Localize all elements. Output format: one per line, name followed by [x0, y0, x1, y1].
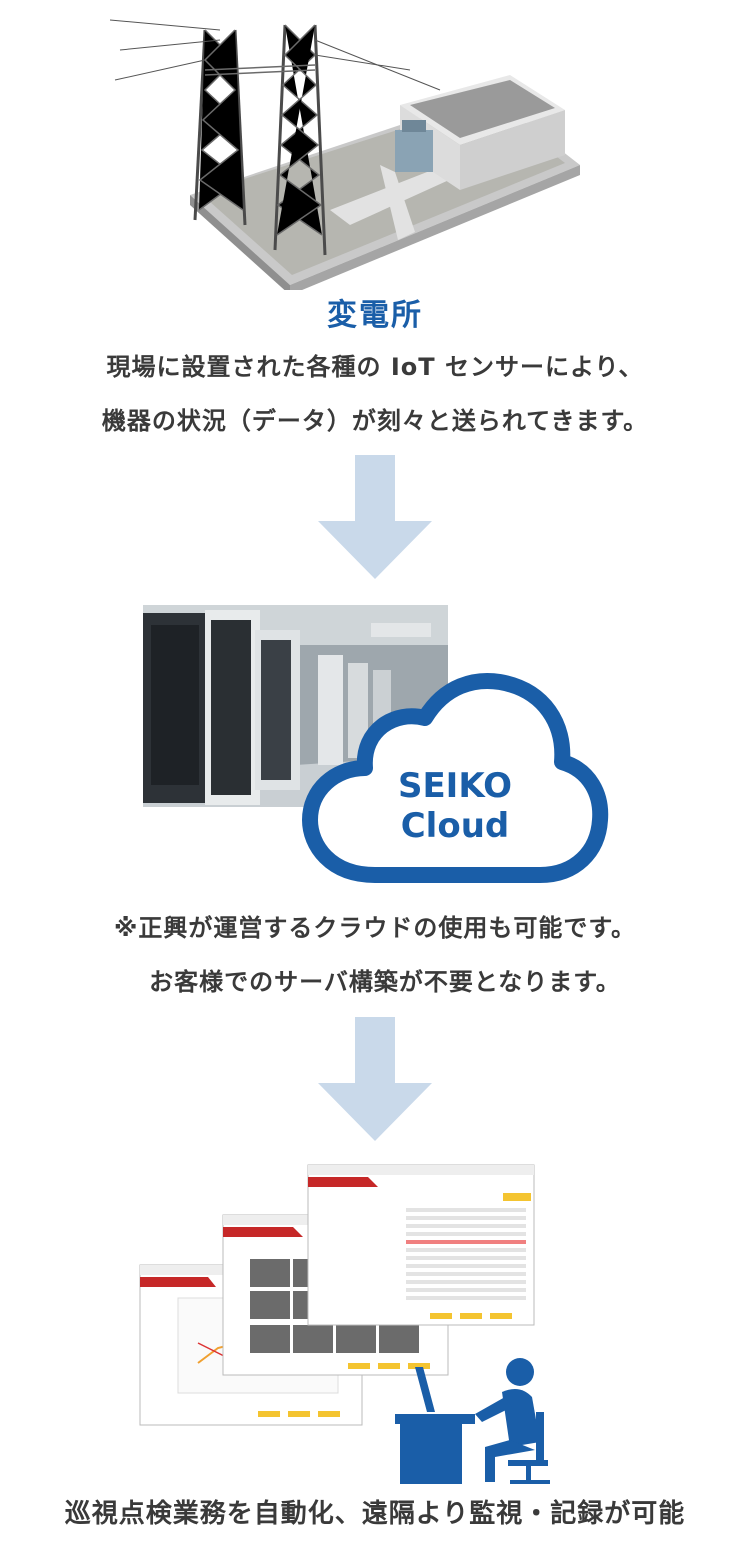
down-arrow-icon: [318, 1017, 432, 1141]
software-screenshots-illustration: [139, 1164, 535, 1426]
seiko-cloud-icon: SEIKO Cloud: [302, 673, 609, 883]
substation-desc-line1: 現場に設置された各種の IoT センサーにより、: [106, 353, 644, 381]
substation-title: 変電所: [327, 298, 423, 333]
cloud-label-line2: Cloud: [401, 806, 510, 846]
cloud-note-line2: お客様でのサーバ構築が不要となります。: [149, 968, 621, 996]
operator-at-desk-icon: [395, 1358, 550, 1484]
cloud-label-line1: SEIKO: [398, 766, 512, 806]
result-text: 巡視点検業務を自動化、遠隔より監視・記録が可能: [64, 1499, 686, 1529]
substation-illustration: [110, 19, 580, 290]
substation-desc-line2: 機器の状況（データ）が刻々と送られてきます。: [101, 407, 649, 435]
down-arrow-icon: [318, 455, 432, 579]
cloud-note-line1: ※正興が運営するクラウドの使用も可能です。: [114, 914, 636, 942]
